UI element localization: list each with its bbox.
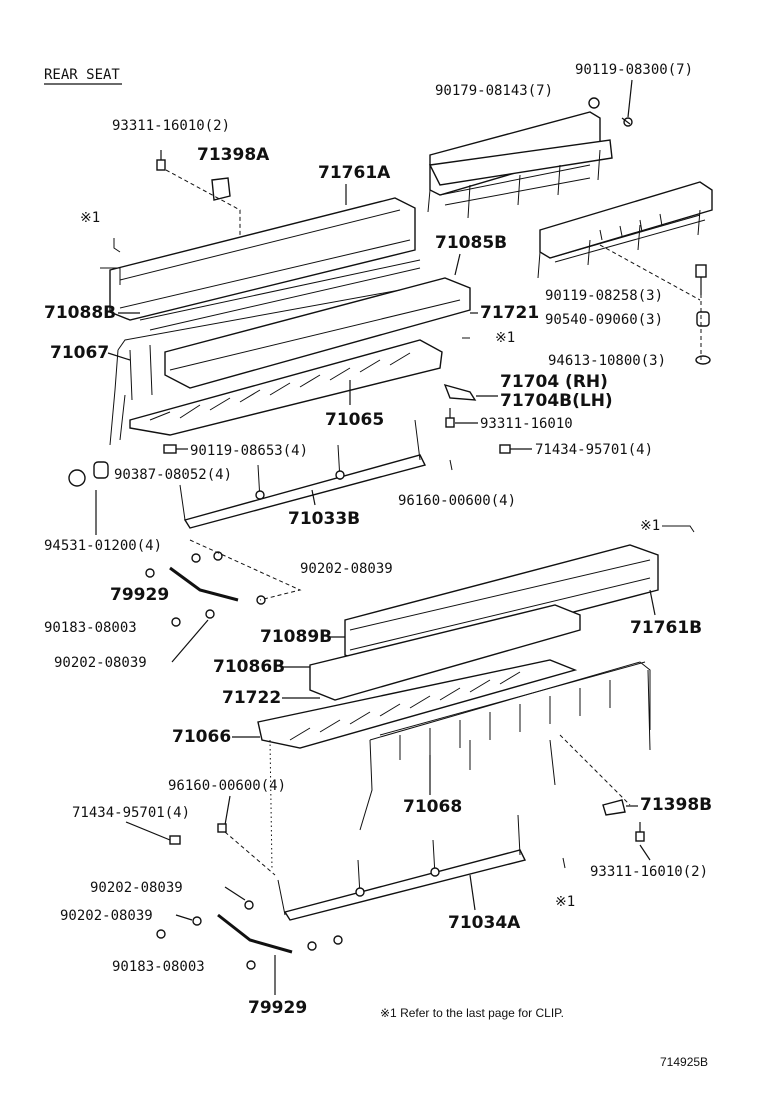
label-90202-08039-d: 90202-08039 [60, 908, 153, 924]
label-71068: 71068 [403, 797, 462, 817]
label-93311-16010-2b: 93311-16010(2) [590, 864, 708, 880]
label-71722: 71722 [222, 688, 281, 708]
note-symbol-mid: ※1 [495, 330, 515, 346]
label-79929-a: 79929 [110, 585, 169, 605]
label-71086B: 71086B [213, 657, 285, 677]
label-90119-08258: 90119-08258(3) [545, 288, 663, 304]
label-96160-00600-b: 96160-00600(4) [168, 778, 286, 794]
rod-79929-lower [217, 913, 343, 970]
label-71033B: 71033B [288, 509, 360, 529]
bracket-71704 [443, 383, 477, 401]
label-90119-08300: 90119-08300(7) [575, 62, 693, 78]
clip-96160 [449, 459, 453, 471]
bolt-93311-16010-lower [635, 822, 645, 842]
bolt-71434-95701 [499, 444, 532, 454]
label-71034A: 71034A [448, 913, 521, 933]
label-71065: 71065 [325, 410, 384, 430]
label-90183-08003-b: 90183-08003 [112, 959, 205, 975]
label-90119-08653: 90119-08653(4) [190, 443, 308, 459]
bolt-93311-16010 [156, 150, 166, 171]
label-71398B: 71398B [640, 795, 712, 815]
diagram-title: REAR SEAT [44, 67, 120, 83]
clip-bottom [562, 857, 566, 869]
label-71088B: 71088B [44, 303, 116, 323]
cushion-90387-08052 [68, 461, 109, 487]
label-79929-b: 79929 [248, 998, 307, 1018]
label-71704-rh: 71704 (RH) [500, 372, 608, 392]
nut-90179-08143 [588, 97, 600, 109]
label-90202-08039-c: 90202-08039 [90, 880, 183, 896]
label-90540-09060: 90540-09060(3) [545, 312, 663, 328]
label-93311-16010-2: 93311-16010(2) [112, 118, 230, 134]
trim-71088B [139, 259, 421, 331]
seat-frame-71066 [257, 659, 578, 749]
seat-back-71761B [344, 544, 659, 666]
label-94613-10800: 94613-10800(3) [548, 353, 666, 369]
washer-90202-b [192, 916, 202, 926]
label-71761A: 71761A [318, 163, 391, 183]
bracket-71398A [211, 177, 231, 201]
label-71398A: 71398A [197, 145, 270, 165]
label-71066: 71066 [172, 727, 231, 747]
label-71721: 71721 [480, 303, 539, 323]
clip-top-left [113, 238, 121, 253]
label-90202-08039-b: 90202-08039 [54, 655, 147, 671]
note-symbol-right: ※1 [640, 518, 660, 534]
label-71089B: 71089B [260, 627, 332, 647]
seat-back-71761A [100, 197, 416, 321]
bolt-71434-95701-lower [125, 821, 227, 845]
leg-frame-71033B [179, 419, 427, 529]
label-71085B: 71085B [435, 233, 507, 253]
leg-frame-71034A [277, 814, 527, 921]
label-96160-00600-a: 96160-00600(4) [398, 493, 516, 509]
note-symbol-bottom: ※1 [555, 894, 575, 910]
note-symbol-top-left: ※1 [80, 210, 100, 226]
label-93311-16010: 93311-16010 [480, 416, 573, 432]
seat-cushion-71086B [309, 604, 581, 701]
washer-90183 [156, 929, 166, 939]
seat-frame-71067 [109, 289, 443, 446]
label-71434-95701-a: 71434-95701(4) [535, 442, 653, 458]
label-90202-08039-a: 90202-08039 [300, 561, 393, 577]
washer-90202-a [244, 900, 254, 910]
label-90183-08003-a: 90183-08003 [44, 620, 137, 636]
fastener-90119-08300 [621, 79, 633, 127]
rod-79929-upper [145, 551, 266, 627]
assembled-seat-illustration [427, 111, 713, 279]
bracket-71398B [602, 799, 626, 816]
seat-cushion-71085B [164, 277, 471, 389]
bolt-93311-16010-single [445, 408, 455, 428]
label-90179-08143: 90179-08143(7) [435, 83, 553, 99]
clip-right [662, 525, 695, 533]
label-94531-01200: 94531-01200(4) [44, 538, 162, 554]
seat-frame-71068 [359, 661, 651, 831]
footnote: ※1 Refer to the last page for CLIP. [380, 1006, 564, 1020]
label-90387-08052: 90387-08052(4) [114, 467, 232, 483]
diagram-id: 714925B [660, 1055, 708, 1069]
label-71761B: 71761B [630, 618, 702, 638]
label-71704B-lh: 71704B(LH) [500, 391, 613, 411]
label-71434-95701-b: 71434-95701(4) [72, 805, 190, 821]
bolt-90119-08653 [163, 444, 188, 454]
stud-stack [599, 244, 711, 365]
label-71067: 71067 [50, 343, 109, 363]
